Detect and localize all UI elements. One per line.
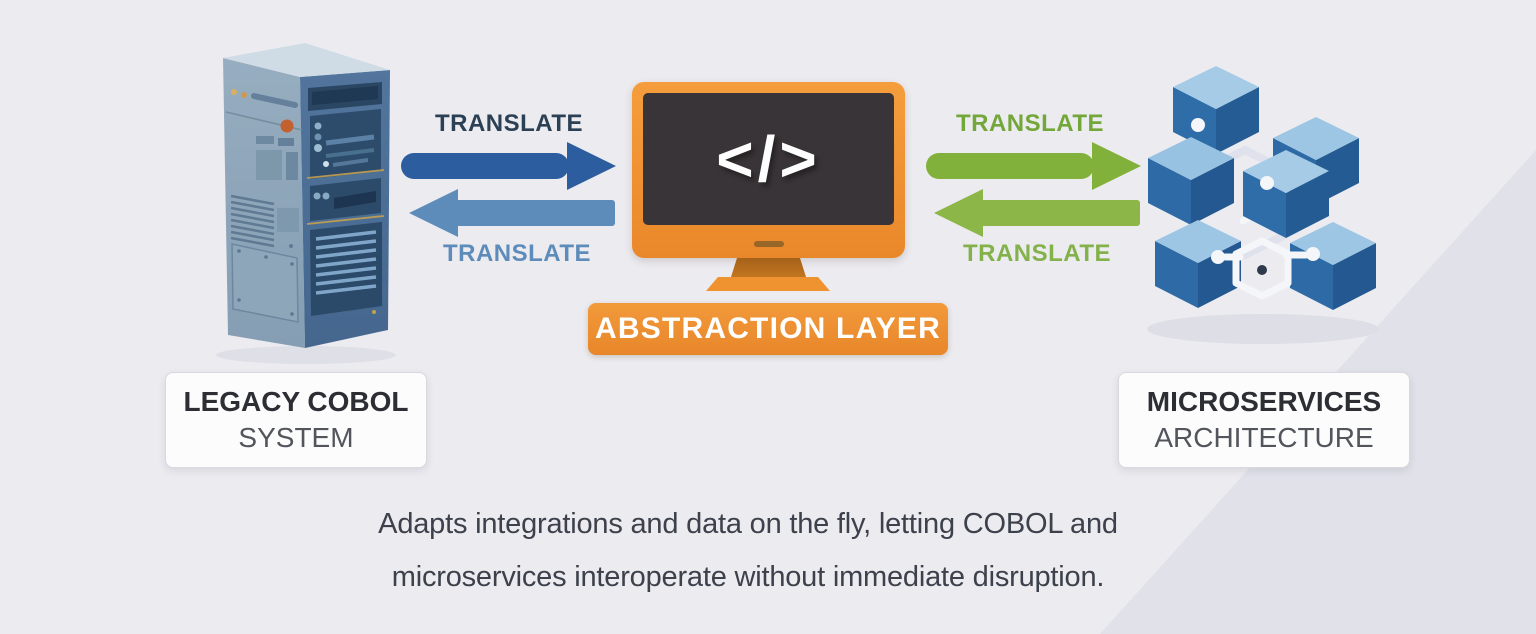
card-subtitle: SYSTEM	[238, 422, 354, 453]
diagram-caption: Adapts integrations and data on the fly,…	[98, 498, 1398, 604]
translate-arrows-left	[401, 142, 616, 237]
code-icon: </>	[716, 123, 821, 195]
caption-line-2: microservices interoperate without immed…	[391, 561, 1105, 593]
microservices-architecture-card: MICROSERVICES ARCHITECTURE	[1118, 372, 1410, 468]
translate-label-abstraction-to-cobol: TRANSLATE	[442, 240, 592, 267]
abstraction-layer-banner: ABSTRACTION LAYER	[588, 303, 948, 355]
card-subtitle: ARCHITECTURE	[1154, 422, 1374, 453]
translate-arrows-right	[926, 142, 1141, 237]
card-title: MICROSERVICES	[1146, 386, 1382, 417]
legacy-cobol-system-card: LEGACY COBOL SYSTEM	[165, 372, 427, 468]
arrow-abstraction-to-microservices	[926, 142, 1141, 190]
code-monitor-icon: </>	[632, 82, 905, 258]
arrow-abstraction-to-cobol	[409, 189, 615, 237]
arrow-cobol-to-abstraction	[401, 142, 616, 190]
caption-line-1: Adapts integrations and data on the fly,…	[378, 508, 1118, 540]
translate-label-microservices-to-abstraction: TRANSLATE	[962, 240, 1112, 267]
translate-label-cobol-to-abstraction: TRANSLATE	[434, 110, 584, 137]
monitor-stand	[706, 258, 830, 291]
monitor-chin-dash	[753, 241, 784, 247]
monitor-screen: </>	[643, 93, 894, 225]
server-tower-icon	[216, 43, 396, 364]
card-title: LEGACY COBOL	[183, 386, 409, 417]
arrow-microservices-to-abstraction	[934, 189, 1140, 237]
translate-label-abstraction-to-microservices: TRANSLATE	[955, 110, 1105, 137]
microservices-cubes-icon	[1147, 66, 1379, 344]
